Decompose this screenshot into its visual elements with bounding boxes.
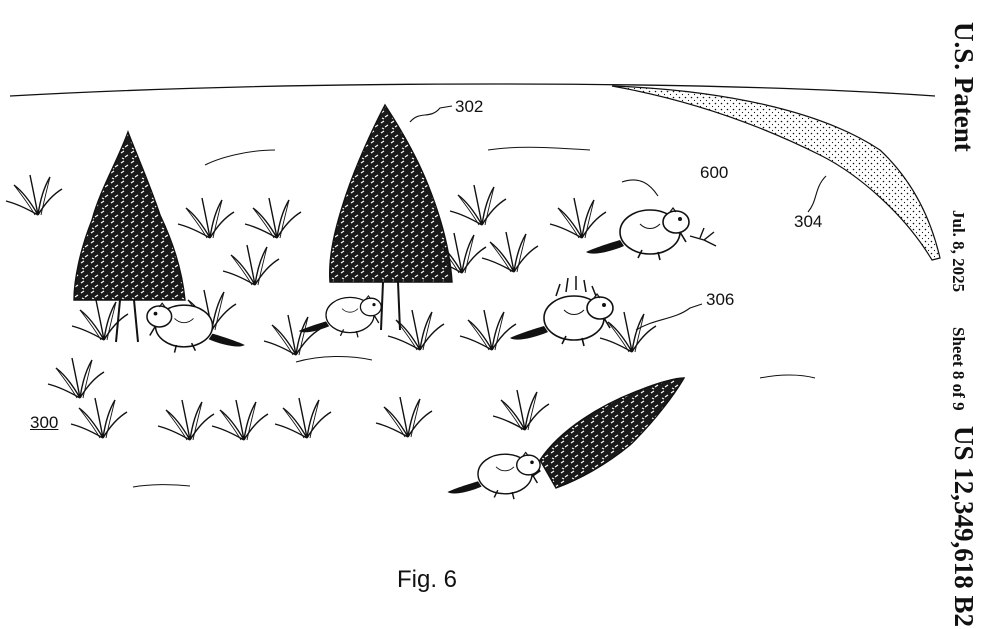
tree-302 (328, 103, 453, 331)
header-patent: U.S. Patent (949, 22, 979, 152)
header-patent-number: US 12,349,618 B2 (949, 426, 979, 628)
beaver-left (146, 302, 246, 354)
beaver-306 (509, 276, 614, 347)
beaver-bottom (446, 451, 541, 500)
stream-band (611, 85, 941, 261)
ref-304-label: 304 (794, 212, 823, 231)
header-sheet: Sheet 8 of 9 (949, 327, 968, 411)
ref-306-label: 306 (706, 290, 735, 309)
leader-lines (409, 105, 827, 331)
beaver-middle (298, 295, 382, 339)
ref-302-label: 302 (455, 97, 484, 116)
patent-header: U.S. Patent Jul. 8, 2025 Sheet 8 of 9 US… (948, 22, 988, 627)
header-date: Jul. 8, 2025 (949, 210, 968, 293)
beaver-600 (585, 207, 717, 261)
ref-300-label: 300 (30, 413, 59, 432)
fallen-tree (519, 377, 686, 489)
ref-600-label: 600 (700, 163, 729, 182)
horizon-line (9, 83, 936, 97)
figure-caption: Fig. 6 (397, 566, 458, 593)
tree-left (73, 129, 186, 343)
ground-contours (132, 146, 816, 488)
